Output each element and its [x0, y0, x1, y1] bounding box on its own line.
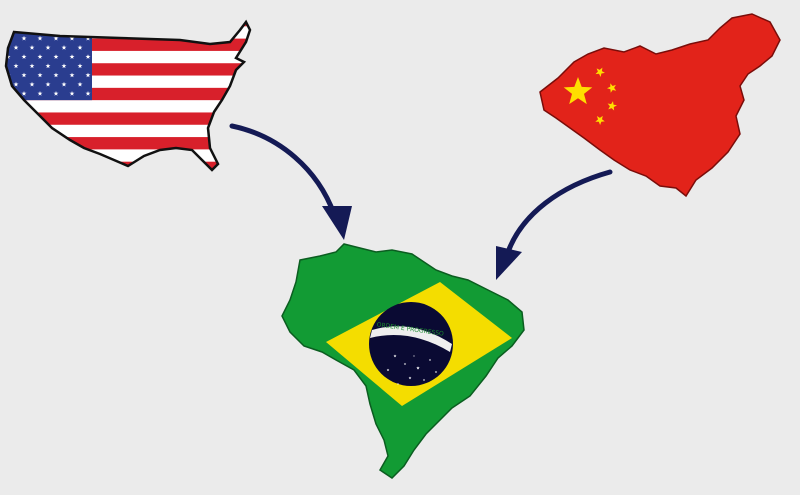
usa-star — [85, 22, 91, 23]
brazil-star — [403, 362, 407, 366]
usa-star — [77, 45, 83, 50]
usa-star — [53, 54, 59, 59]
usa-star — [61, 81, 67, 87]
usa-star — [85, 54, 91, 59]
usa-star — [77, 63, 83, 69]
china-small-star — [607, 83, 617, 93]
usa-stripe — [6, 22, 250, 27]
usa-star — [77, 81, 83, 87]
china-big-star — [563, 77, 593, 105]
usa-star — [85, 91, 91, 96]
brazil-star — [397, 382, 399, 385]
usa-star — [21, 91, 27, 96]
usa-star — [45, 63, 51, 69]
usa-star — [37, 22, 43, 23]
usa-star — [61, 45, 67, 50]
usa-star — [69, 91, 75, 96]
usa-star — [45, 26, 51, 32]
china-field — [540, 14, 780, 196]
usa-star — [53, 35, 59, 41]
usa-star — [29, 63, 35, 69]
usa-star — [21, 35, 27, 41]
usa-flag-map — [4, 20, 252, 172]
brazil-star — [416, 366, 420, 370]
brazil-star — [428, 358, 432, 361]
usa-star — [21, 54, 27, 59]
usa-star — [37, 54, 43, 59]
usa-star — [29, 45, 35, 50]
usa-star — [37, 35, 43, 41]
usa-stripe — [6, 149, 250, 163]
usa-star — [21, 72, 27, 78]
usa-stripe — [6, 100, 250, 113]
usa-stripe — [6, 112, 250, 126]
usa-star — [13, 81, 19, 87]
usa-star — [53, 72, 59, 78]
usa-star — [37, 91, 43, 96]
usa-star — [13, 45, 19, 50]
usa-star — [69, 54, 75, 59]
china-small-star — [595, 67, 605, 77]
brazil-star — [393, 354, 397, 358]
usa-star — [85, 72, 91, 78]
usa-star — [61, 26, 67, 32]
arrow-china-to-brazil — [496, 169, 613, 280]
usa-star — [77, 26, 83, 32]
china-small-star — [607, 101, 617, 111]
usa-star — [37, 72, 43, 78]
china-flag-map — [539, 13, 781, 197]
usa-star — [6, 22, 11, 23]
usa-star — [45, 81, 51, 87]
china-small-star — [595, 115, 605, 125]
brazil-star — [422, 378, 426, 381]
brazil-star — [413, 355, 415, 357]
usa-stripe — [6, 124, 250, 138]
usa-star — [69, 35, 75, 41]
usa-star — [69, 22, 75, 23]
usa-star — [6, 91, 11, 96]
usa-star — [13, 26, 19, 32]
arrow-usa-to-brazil — [229, 123, 352, 240]
usa-star — [21, 22, 27, 23]
usa-star — [53, 22, 59, 23]
usa-star — [69, 72, 75, 78]
brazil-star — [434, 370, 438, 374]
usa-star — [29, 81, 35, 87]
usa-star — [61, 63, 67, 69]
usa-star — [29, 26, 35, 32]
usa-star — [45, 45, 51, 50]
usa-stripe — [6, 137, 250, 150]
brazil-band — [370, 326, 452, 352]
brazil-star — [408, 376, 412, 380]
brazil-globe — [369, 302, 453, 386]
brazil-star — [386, 368, 390, 372]
usa-star — [53, 91, 59, 96]
usa-star — [13, 63, 19, 69]
